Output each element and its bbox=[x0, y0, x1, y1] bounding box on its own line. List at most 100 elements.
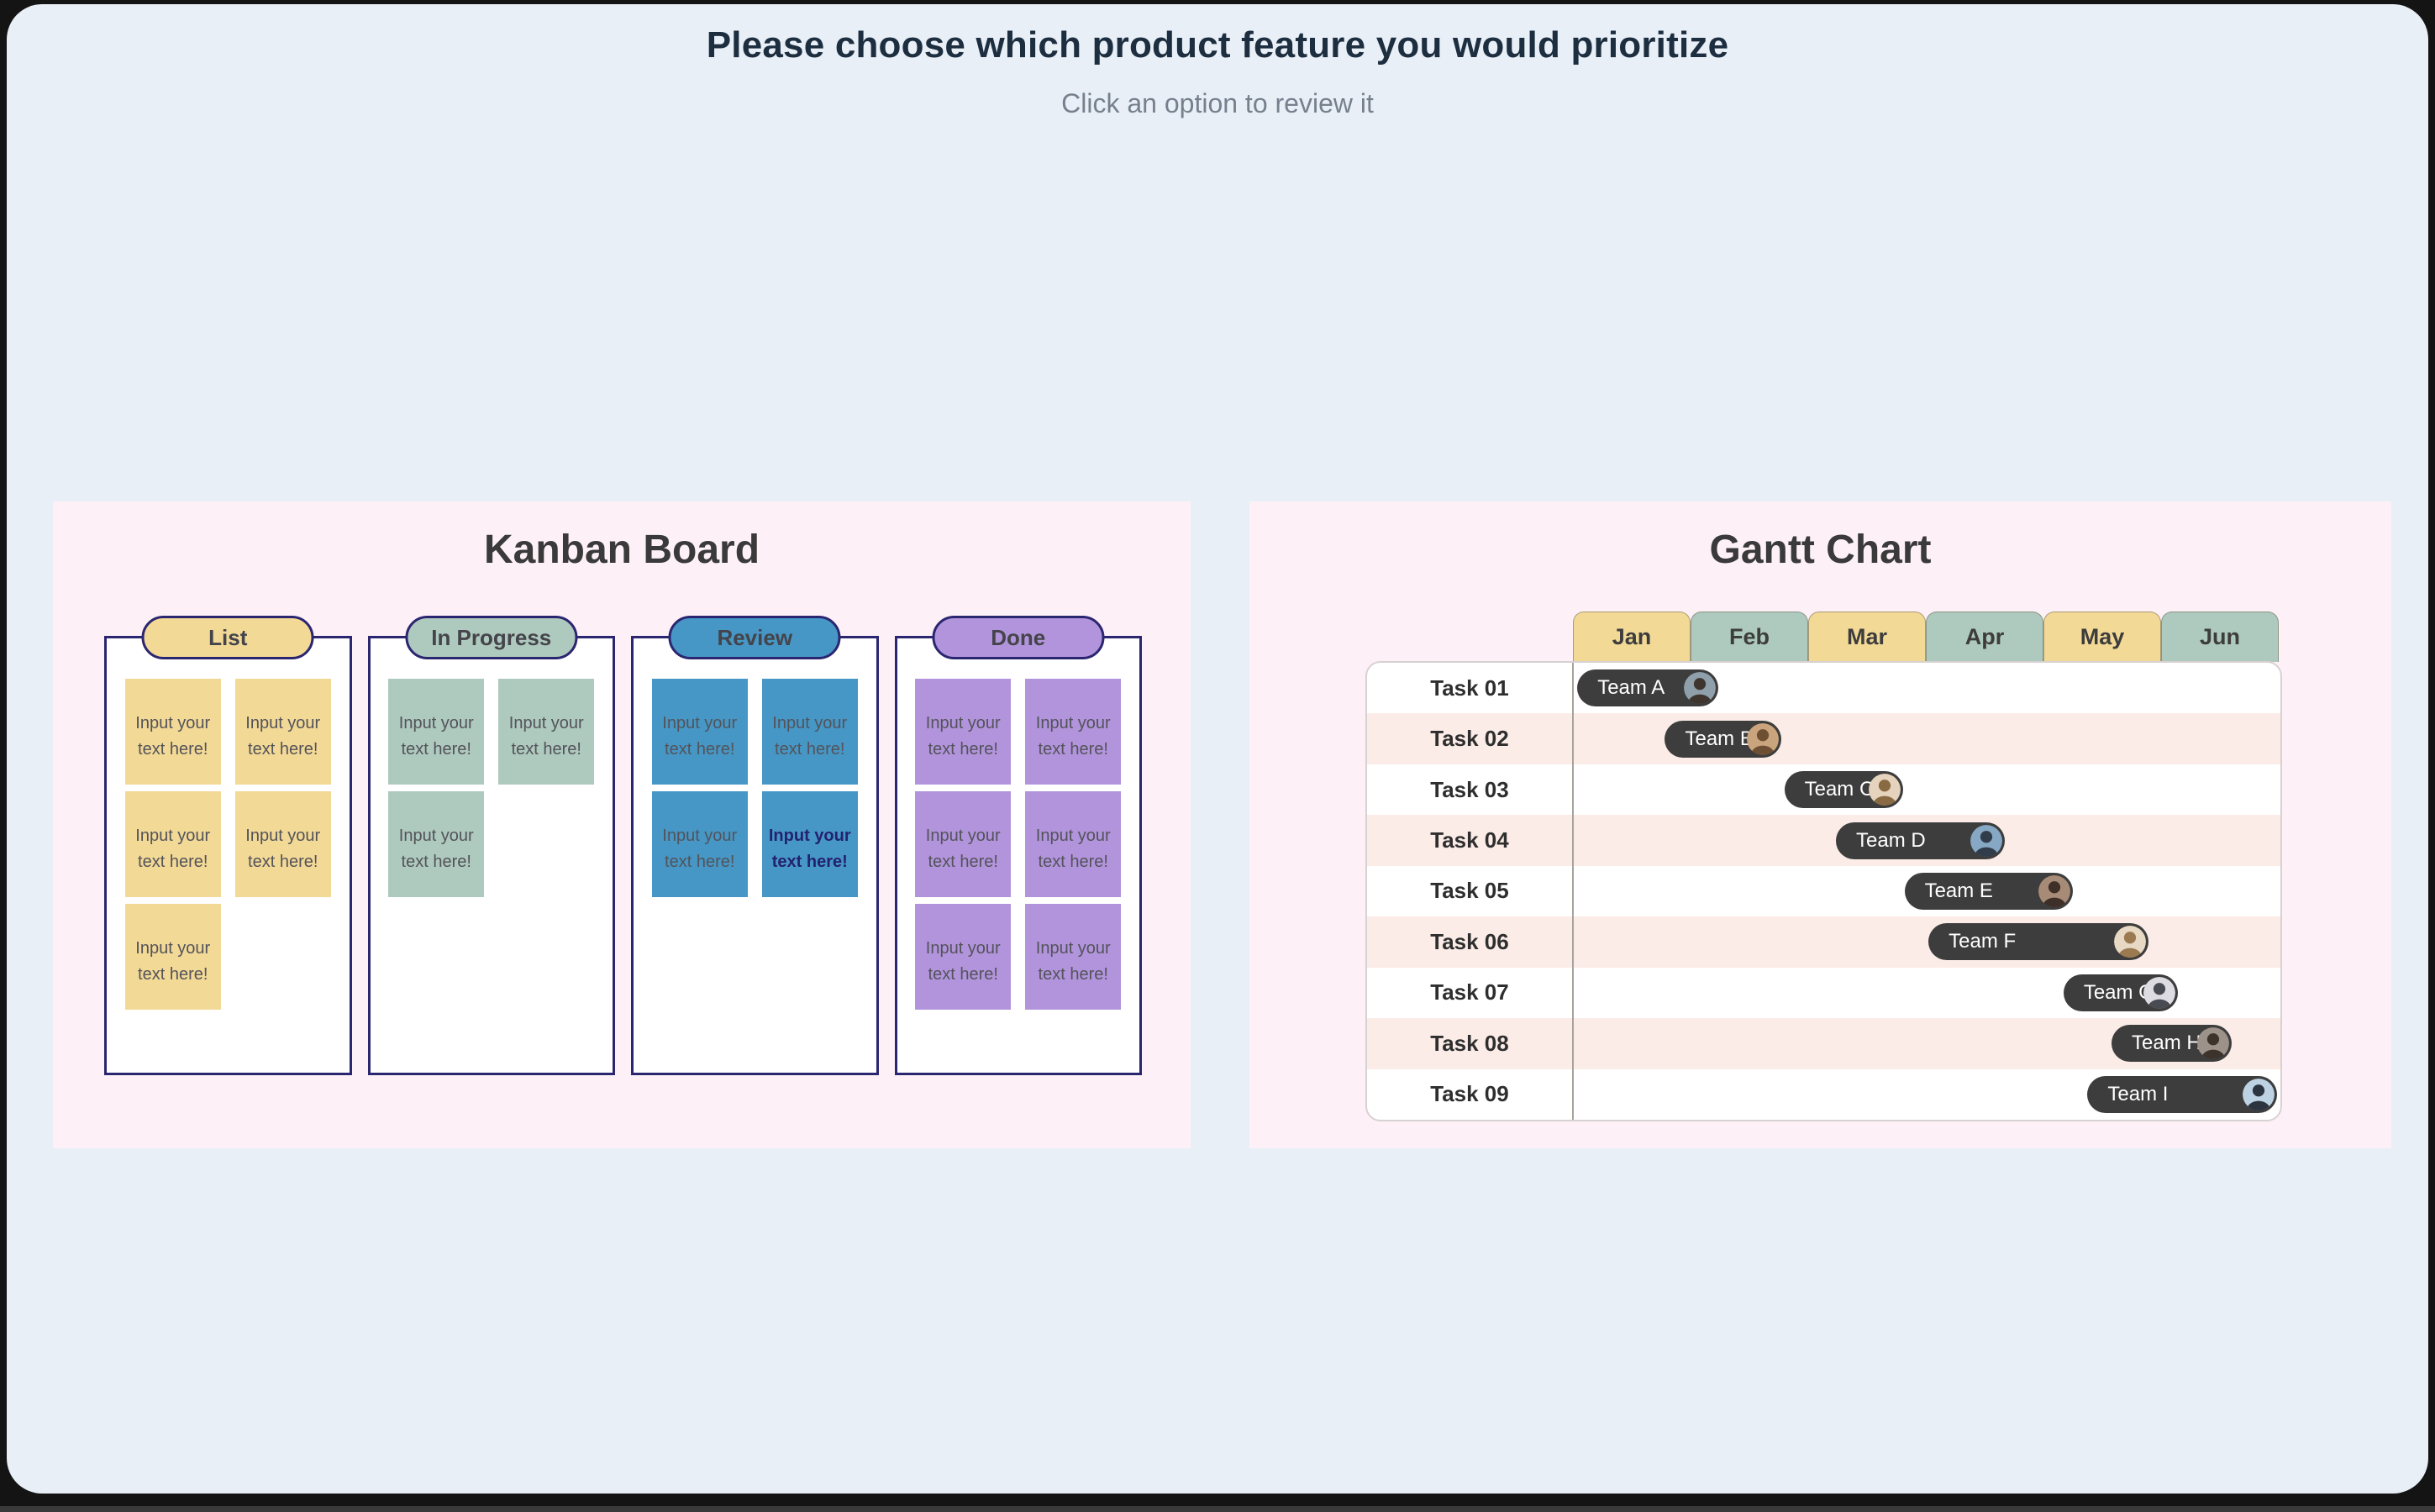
team-label: Team C bbox=[1804, 778, 1875, 801]
gantt-row: Task 01 Team A bbox=[1367, 663, 2280, 714]
month-tab-mar: Mar bbox=[1808, 612, 1926, 662]
team-label: Team B bbox=[1685, 727, 1754, 750]
team-label: Team E bbox=[1924, 879, 1993, 902]
gantt-bar-cell: Team F bbox=[1574, 916, 2280, 967]
gantt-bar-cell: Team H bbox=[1574, 1018, 2280, 1068]
team-label: Team A bbox=[1597, 676, 1665, 700]
kanban-card: Input your text here! bbox=[124, 791, 221, 897]
gantt-row: Task 07 Team G bbox=[1367, 967, 2280, 1019]
kanban-card: Input your text here! bbox=[388, 679, 485, 785]
team-avatar-icon bbox=[2242, 1078, 2275, 1110]
page-subtitle: Click an option to review it bbox=[1061, 88, 1374, 118]
kanban-card-text: Input your text here! bbox=[398, 827, 474, 871]
kanban-card-text: Input your text here! bbox=[925, 939, 1001, 984]
kanban-card: Input your text here! bbox=[1025, 791, 1122, 897]
column-header-label: Review bbox=[717, 624, 793, 650]
kanban-card-text: Input your text here! bbox=[1035, 827, 1111, 871]
column-header-review: Review bbox=[668, 616, 841, 659]
gantt-bar-team-d: Team D bbox=[1836, 822, 2005, 859]
gantt-row: Task 06 Team F bbox=[1367, 916, 2280, 968]
team-label: Team I bbox=[2107, 1082, 2169, 1105]
kanban-card-text: Input your text here! bbox=[662, 714, 738, 759]
gantt-title: Gantt Chart bbox=[1709, 528, 1932, 572]
card-list: Input your text here! Input your text her… bbox=[107, 638, 350, 1010]
team-avatar-icon bbox=[2143, 976, 2176, 1009]
kanban-title: Kanban Board bbox=[483, 528, 760, 572]
kanban-card-text: Input your text here! bbox=[662, 827, 738, 871]
column-header-label: In Progress bbox=[431, 624, 552, 650]
kanban-card-text: Input your text here! bbox=[772, 714, 848, 759]
gantt-row: Task 04 Team D bbox=[1367, 815, 2280, 866]
month-tab-apr: Apr bbox=[1926, 612, 2043, 662]
kanban-card-text: Input your text here! bbox=[135, 939, 211, 984]
team-label: Team H bbox=[2132, 1032, 2201, 1055]
team-avatar-icon bbox=[2038, 874, 2070, 907]
gantt-bar-team-e: Team E bbox=[1904, 872, 2073, 910]
team-avatar-icon bbox=[2196, 1027, 2229, 1060]
team-label: Team G bbox=[2083, 980, 2154, 1004]
page-background: Please choose which product feature you … bbox=[7, 4, 2428, 1494]
gantt-bar-cell: Team C bbox=[1574, 764, 2280, 815]
task-label: Task 02 bbox=[1367, 713, 1574, 764]
kanban-card: Input your text here! bbox=[761, 791, 858, 897]
month-tab-label: Feb bbox=[1728, 624, 1770, 649]
kanban-card: Input your text here! bbox=[651, 679, 748, 785]
gantt-bar-team-b: Team B bbox=[1665, 720, 1782, 758]
task-label: Task 06 bbox=[1367, 916, 1574, 968]
column-header-label: List bbox=[208, 624, 248, 650]
team-avatar-icon bbox=[1683, 672, 1716, 705]
team-avatar-icon bbox=[1747, 722, 1780, 755]
month-tab-label: May bbox=[2080, 624, 2125, 649]
month-tab-jan: Jan bbox=[1573, 612, 1691, 662]
kanban-card: Input your text here! bbox=[234, 791, 331, 897]
gantt-bar-cell: Team B bbox=[1574, 713, 2280, 764]
page-title: Please choose which product feature you … bbox=[706, 24, 1729, 66]
gantt-row: Task 02 Team B bbox=[1367, 713, 2280, 764]
gantt-bar-cell: Team A bbox=[1574, 663, 2280, 713]
month-tab-may: May bbox=[2043, 612, 2161, 662]
card-list: Input your text here! Input your text her… bbox=[634, 638, 876, 897]
card-list: Input your text here!Input your text her… bbox=[897, 638, 1140, 1010]
kanban-card: Input your text here! bbox=[1025, 904, 1122, 1010]
kanban-card: Input your text here! bbox=[915, 791, 1012, 897]
column-header-done: Done bbox=[932, 616, 1105, 659]
gantt-row: Task 05 Team E bbox=[1367, 865, 2280, 917]
kanban-card: Input your text here! bbox=[761, 679, 858, 785]
gantt-bar-team-h: Team H bbox=[2112, 1025, 2232, 1063]
column-header-in-progress: In Progress bbox=[405, 616, 578, 659]
gantt-row: Task 03 Team C bbox=[1367, 764, 2280, 816]
kanban-card-text: Input your text here! bbox=[768, 827, 851, 871]
task-label: Task 09 bbox=[1367, 1068, 1574, 1120]
team-label: Team F bbox=[1949, 930, 2017, 953]
kanban-card-text: Input your text here! bbox=[1035, 714, 1111, 759]
team-label: Team D bbox=[1856, 828, 1926, 852]
task-label: Task 05 bbox=[1367, 865, 1574, 917]
gantt-row: Task 09 Team I bbox=[1367, 1068, 2280, 1120]
kanban-card-text: Input your text here! bbox=[245, 714, 321, 759]
kanban-card-text: Input your text here! bbox=[135, 714, 211, 759]
kanban-card-text: Input your text here! bbox=[245, 827, 321, 871]
kanban-card: Input your text here! bbox=[498, 679, 595, 785]
kanban-card: Input your text here! bbox=[915, 679, 1012, 785]
kanban-card: Input your text here! bbox=[124, 904, 221, 1010]
task-label: Task 03 bbox=[1367, 764, 1574, 816]
kanban-card: Input your text here! bbox=[124, 679, 221, 785]
column-header-label: Done bbox=[991, 624, 1046, 650]
month-tab-label: Jan bbox=[1612, 624, 1652, 649]
task-label: Task 01 bbox=[1367, 663, 1574, 714]
task-label: Task 04 bbox=[1367, 815, 1574, 866]
gantt-bar-team-c: Team C bbox=[1784, 771, 1903, 809]
task-label: Task 07 bbox=[1367, 967, 1574, 1019]
kanban-card: Input your text here! bbox=[651, 791, 748, 897]
